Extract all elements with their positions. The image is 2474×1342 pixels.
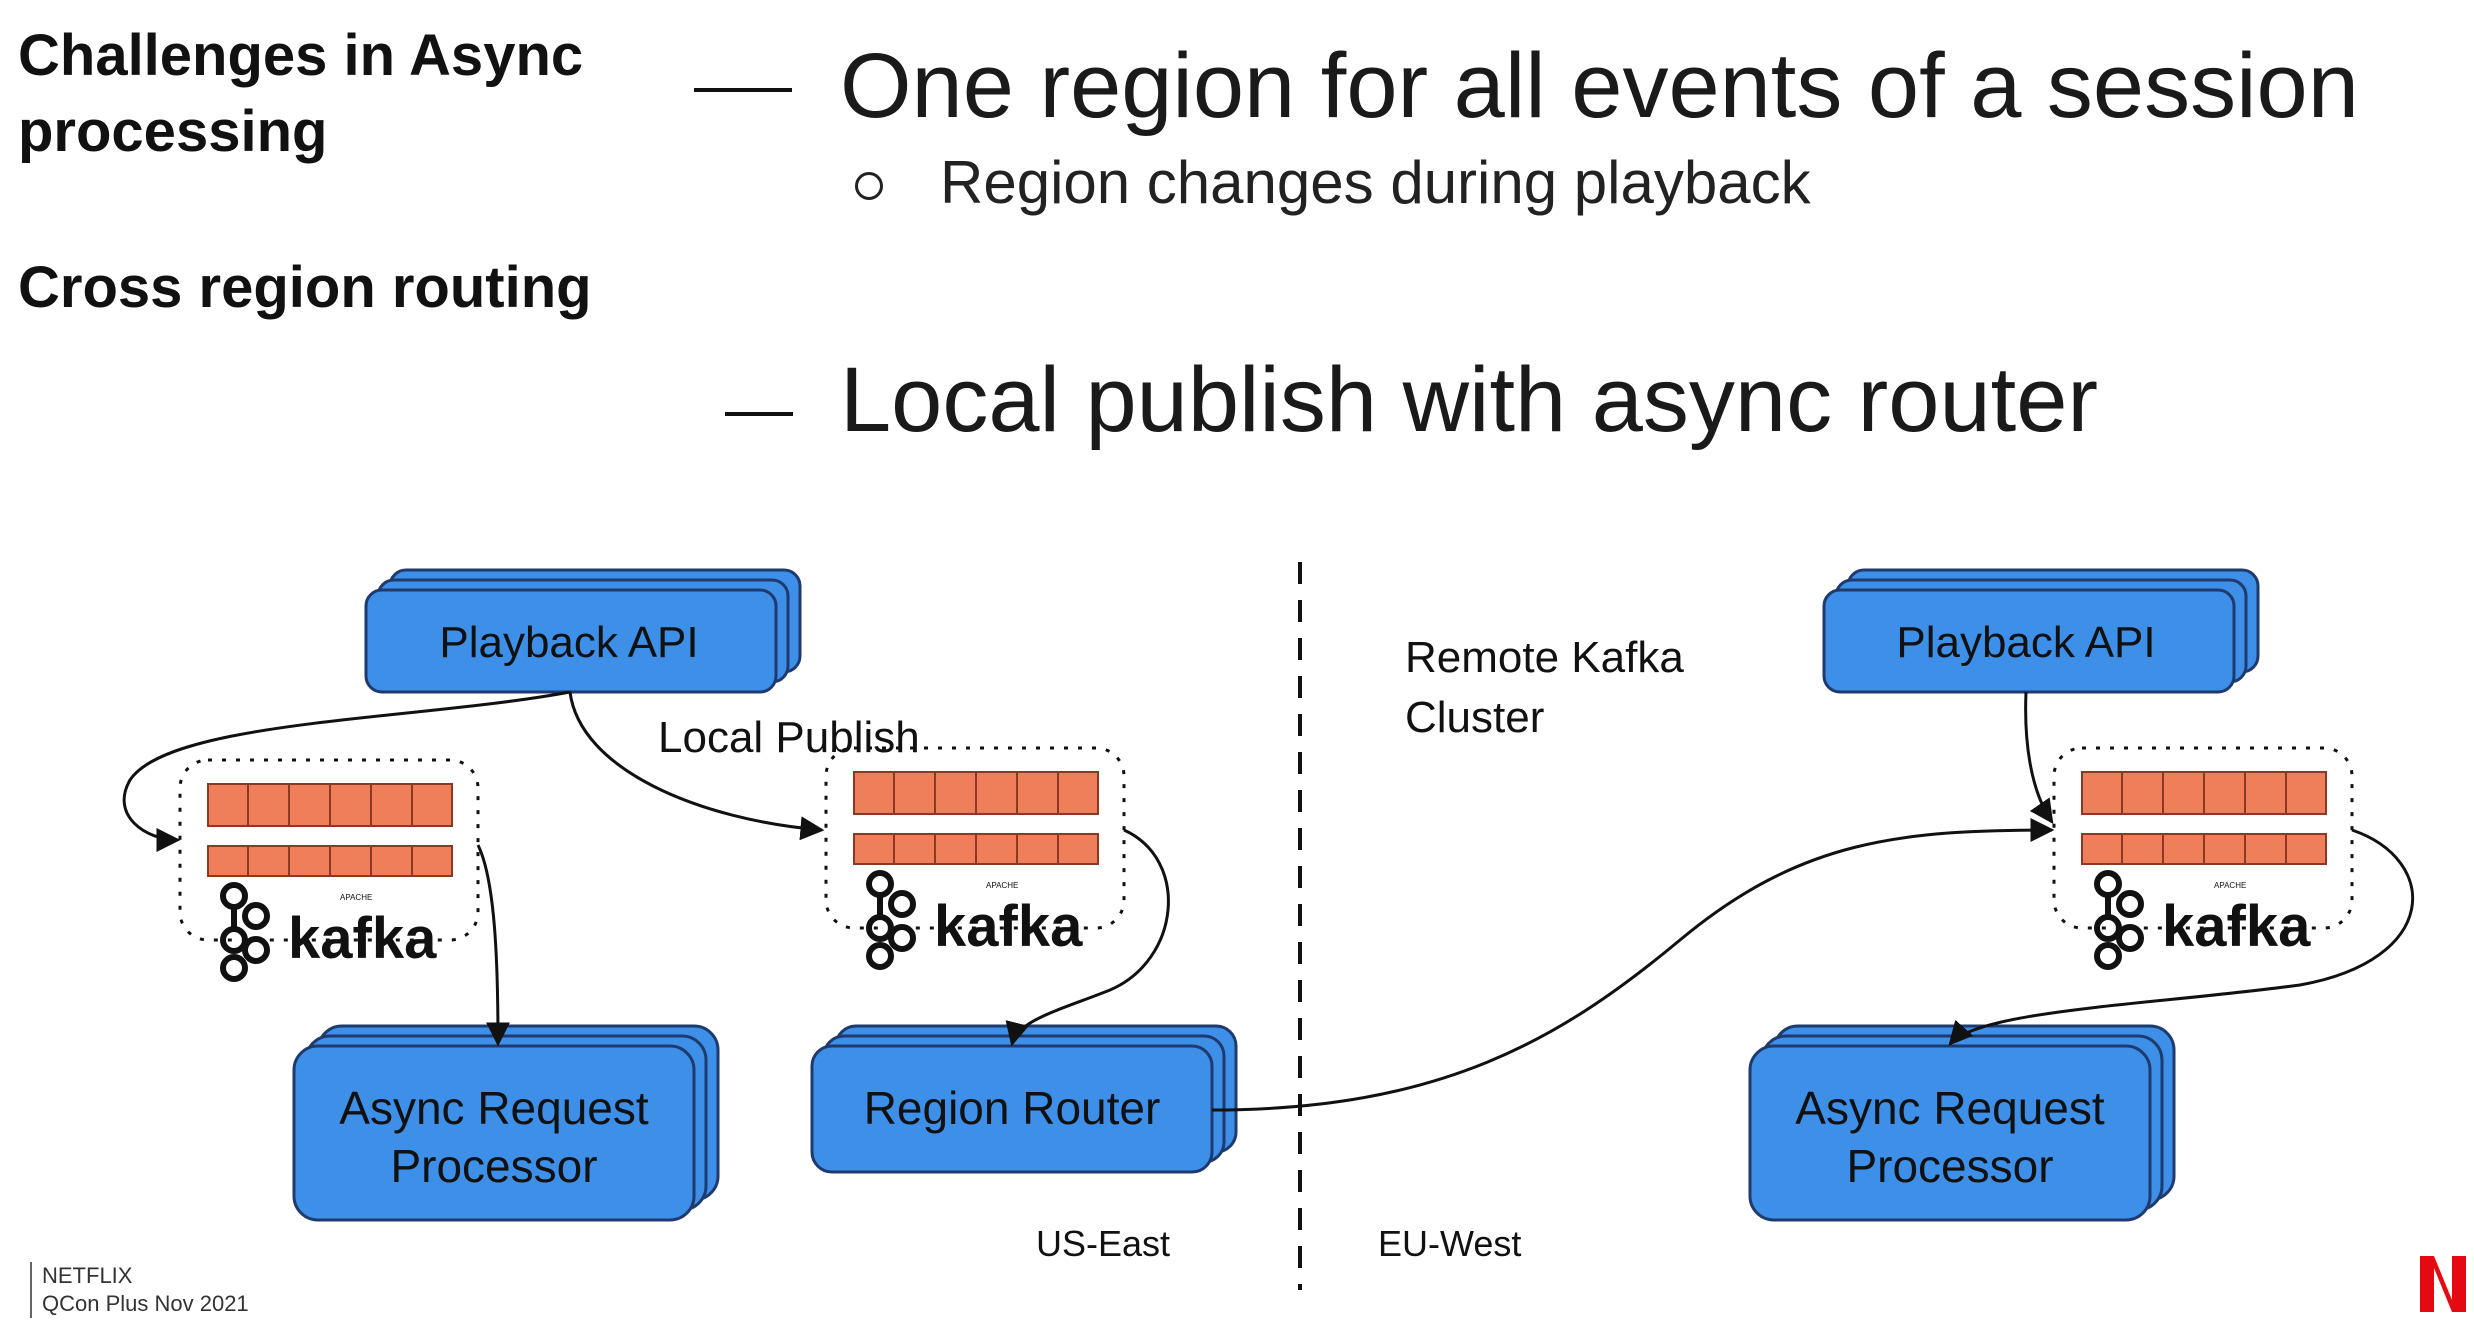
eu-region-label: EU-West (1378, 1223, 1521, 1264)
region-router-label: Region Router (864, 1082, 1161, 1134)
kafka-logo-text: kafka (934, 894, 1083, 959)
kafka-partitions-row-1 (853, 771, 1099, 815)
kafka-partitions-row-2 (207, 845, 453, 877)
arrow-eu-kafka-to-eu-async (1948, 828, 2414, 1046)
bullet-dash-1 (694, 88, 792, 92)
kafka-logo-small-text: APACHE (986, 881, 1018, 890)
region-router-box (810, 1024, 1238, 1174)
arrow-playback-to-kafka1 (122, 690, 571, 852)
footer-event: QCon Plus Nov 2021 (42, 1291, 249, 1316)
kafka-cluster-us-2: kafka APACHE (824, 746, 1126, 970)
us-playback-api-label: Playback API (439, 618, 698, 667)
netflix-logo-icon (2420, 1256, 2466, 1312)
arrow-kafka1-to-async (476, 844, 510, 1047)
kafka-cluster-eu: kafka APACHE (2052, 746, 2354, 970)
us-playback-api-box (364, 568, 802, 694)
bullet-dash-2 (725, 412, 793, 416)
sidebar-heading-challenges: Challenges in Async processing (18, 23, 584, 164)
kafka-cluster-us-1: kafka APACHE (178, 758, 480, 982)
eu-async-processor-label-2: Processor (1846, 1140, 2053, 1192)
us-region-label: US-East (1036, 1223, 1170, 1264)
kafka-logo-small-text: APACHE (2214, 881, 2246, 890)
local-publish-label: Local Publish (658, 713, 920, 762)
kafka-partitions-row-2 (2081, 833, 2327, 865)
arrow-eu-playback-to-eu-kafka (2024, 691, 2054, 824)
bullet-sub-1: Region changes during playback (940, 149, 1811, 216)
sub-bullet-circle (855, 172, 883, 200)
kafka-logo-icon (2094, 870, 2144, 970)
us-async-processor-label-1: Async Request (339, 1082, 649, 1134)
remote-kafka-label-2: Cluster (1405, 693, 1544, 742)
remote-kafka-label-1: Remote Kafka (1405, 633, 1684, 682)
kafka-logo-text: kafka (2162, 894, 2311, 959)
arrow-router-to-eu-kafka (1211, 818, 2055, 1112)
kafka-partitions-row-1 (207, 783, 453, 827)
footer-brand: NETFLIX QCon Plus Nov 2021 (30, 1262, 249, 1318)
arrow-playback-to-kafka2 (568, 691, 825, 841)
kafka-partitions-row-1 (2081, 771, 2327, 815)
kafka-partitions-row-2 (853, 833, 1099, 865)
bullet-main-1: One region for all events of a session (840, 35, 2359, 137)
kafka-logo-small-text: APACHE (340, 893, 372, 902)
sidebar-heading-cross-region: Cross region routing (18, 255, 592, 320)
eu-playback-api-label: Playback API (1896, 618, 2155, 667)
us-async-processor-box (292, 1024, 720, 1222)
us-async-processor-label-2: Processor (390, 1140, 597, 1192)
kafka-logo-text: kafka (288, 906, 437, 971)
kafka-logo-icon (866, 870, 916, 970)
footer-brand-name: NETFLIX (42, 1263, 133, 1288)
kafka-logo-icon (220, 882, 270, 982)
eu-playback-api-box (1822, 568, 2260, 694)
eu-async-processor-label-1: Async Request (1795, 1082, 2105, 1134)
bullet-main-2: Local publish with async router (840, 349, 2098, 451)
arrow-kafka2-to-router (1005, 828, 1170, 1047)
